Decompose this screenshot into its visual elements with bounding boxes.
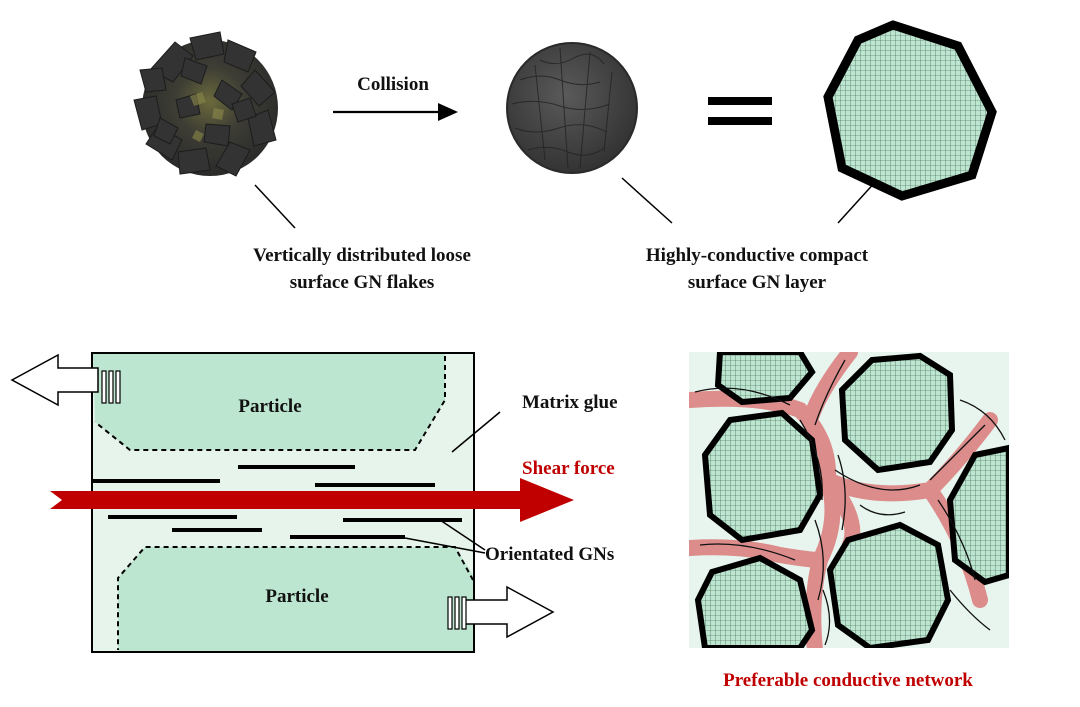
pointer-octagon <box>837 179 878 224</box>
equals-icon <box>708 97 772 125</box>
orientated-gns-label: Orientated GNs <box>485 544 614 565</box>
matrix-glue-label: Matrix glue <box>522 392 618 413</box>
loose-caption-line1: Vertically distributed loose <box>253 245 471 266</box>
collision-label: Collision <box>357 74 429 95</box>
conductive-network <box>689 352 1009 648</box>
particle-top-label: Particle <box>238 396 301 417</box>
pointer-loose <box>254 184 296 229</box>
compact-caption-line2: surface GN layer <box>688 272 827 293</box>
shear-schematic <box>10 352 574 653</box>
compact-caption-line1: Highly-conductive compact <box>646 245 869 266</box>
loose-caption-line2: surface GN flakes <box>290 272 435 293</box>
shear-force-label: Shear force <box>522 458 615 479</box>
loose-flake-particle <box>133 31 278 177</box>
particle-bottom-label: Particle <box>265 586 328 607</box>
compact-flake-particle <box>506 42 638 174</box>
compact-layer-octagon <box>823 20 997 201</box>
collision-arrow <box>333 103 458 121</box>
pointer-compact <box>621 177 673 224</box>
network-caption: Preferable conductive network <box>723 670 973 691</box>
